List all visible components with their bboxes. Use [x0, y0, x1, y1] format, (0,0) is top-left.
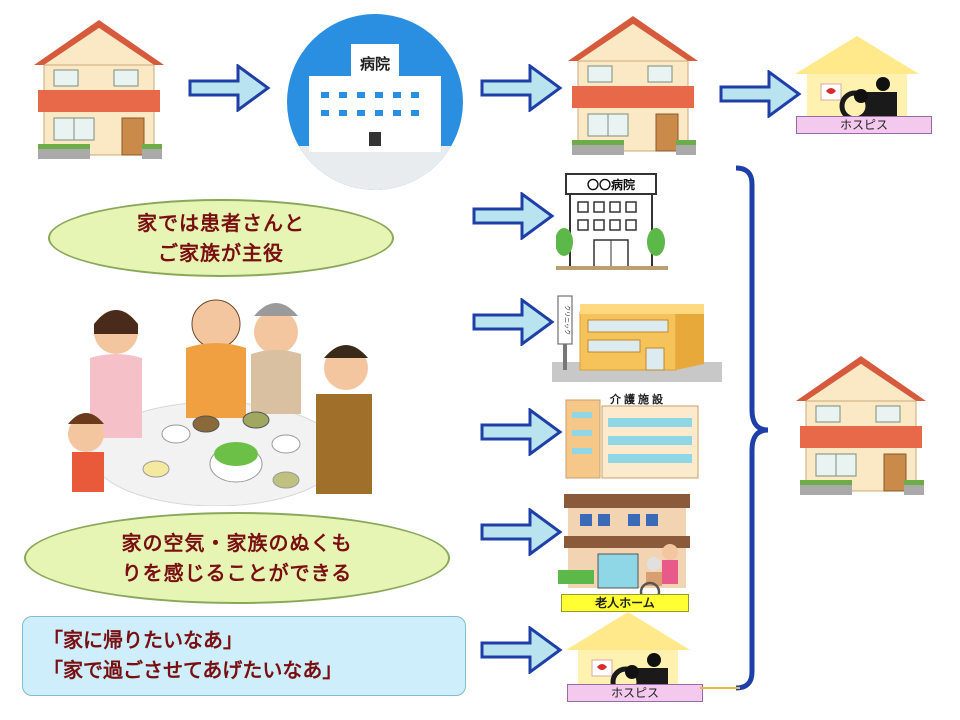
caption-family-warmth: 家の空気・家族のぬくもりを感じることができる: [24, 512, 450, 604]
hospital-circle-icon: 病院: [287, 14, 463, 190]
hospice-top-label: ホスピス: [796, 116, 932, 134]
nursing-home-label: 老人ホーム: [561, 594, 689, 612]
hospice-bottom-label: ホスピス: [567, 684, 703, 702]
right-bracket: [735, 165, 769, 691]
hospital-building-sign: 〇〇病院: [587, 177, 635, 192]
caption2-line2: りを感じることができる: [121, 561, 353, 585]
arrow-top-1: [188, 64, 272, 112]
hospital-sign-text: 病院: [360, 55, 390, 73]
hospice-ground-line: [700, 687, 740, 689]
hospice-top-icon: [795, 36, 921, 126]
care-facility-icon: 介護施設: [562, 392, 702, 480]
caption1-line1: 家では患者さんと: [137, 211, 305, 235]
house-start-icon: [34, 20, 165, 160]
caption1-line2: ご家族が主役: [158, 241, 284, 265]
family-meal-illustration: [46, 284, 376, 507]
caption2-line1: 家の空気・家族のぬくも: [121, 531, 353, 555]
arrow-to-hospice: [480, 626, 564, 674]
quote-line1: 「家に帰りたいなあ」: [43, 628, 243, 652]
arrow-to-clinic: [472, 298, 556, 346]
clinic-sign-text: クリニック: [563, 305, 570, 335]
house-return-icon: [568, 16, 699, 156]
arrow-top-2: [480, 64, 564, 112]
quote-line2: 「家で過ごさせてあげたいなあ」: [43, 658, 343, 682]
wish-quote-box: 「家に帰りたいなあ」 「家で過ごさせてあげたいなあ」: [22, 616, 466, 696]
arrow-to-nursing-home: [480, 508, 564, 556]
hospital-building-icon: 〇〇病院: [555, 170, 668, 270]
care-facility-sign: 介護施設: [609, 392, 666, 406]
nursing-home-icon: [558, 492, 708, 604]
arrow-top-3: [719, 70, 803, 118]
house-final-icon: [796, 356, 927, 496]
arrow-to-hospital: [472, 192, 556, 240]
clinic-building-icon: クリニック: [552, 290, 722, 382]
caption-family-main-role: 家では患者さんとご家族が主役: [48, 199, 394, 277]
arrow-to-care-facility: [480, 408, 564, 456]
